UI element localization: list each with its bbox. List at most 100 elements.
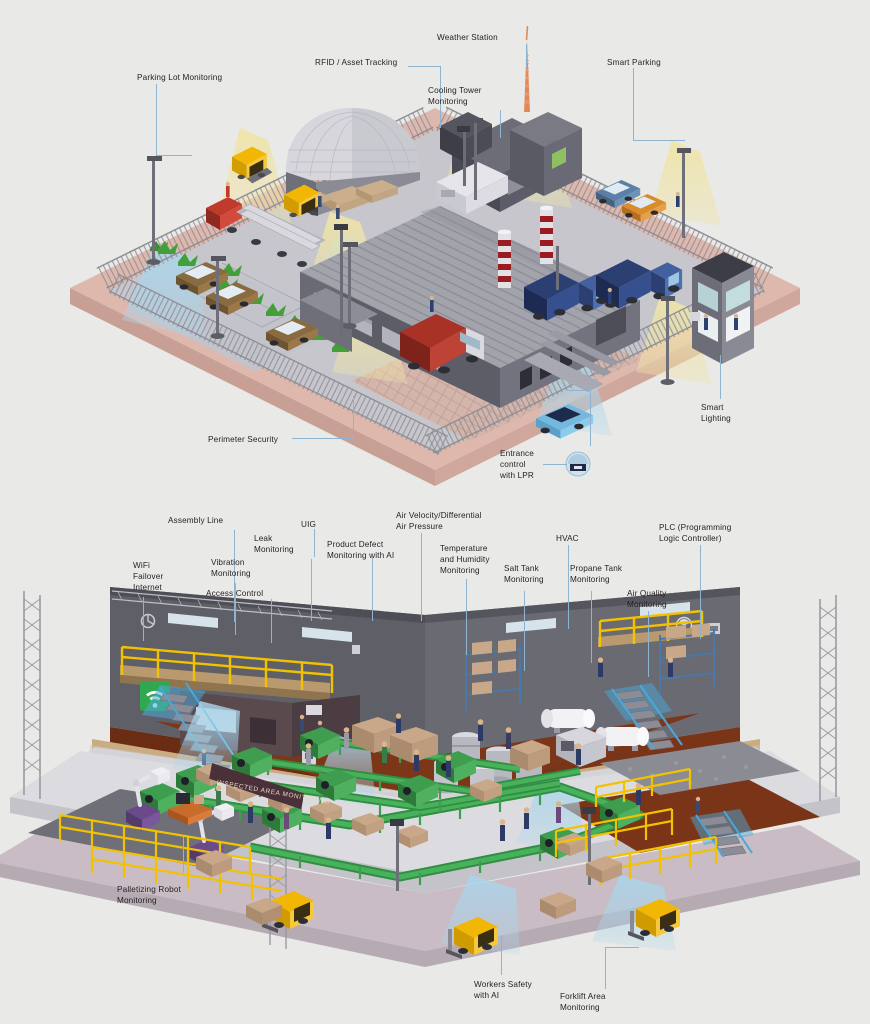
ceiling-trusses bbox=[111, 590, 333, 621]
callout-cooling-tower-monitoring: Cooling Tower Monitoring bbox=[428, 86, 482, 106]
leader-salt-tank bbox=[524, 591, 525, 671]
yellow-truck-1 bbox=[232, 146, 273, 184]
callout-temperature-humidity-monitoring: Temperature and Humidity Monitoring bbox=[440, 544, 490, 575]
callout-parking-lot-monitoring: Parking Lot Monitoring bbox=[137, 73, 223, 82]
workers-outdoor bbox=[225, 182, 680, 312]
ground-apron-edge-left bbox=[70, 288, 435, 486]
stairs-lower-right bbox=[690, 796, 754, 858]
callout-rfid-asset-tracking: RFID / Asset Tracking bbox=[315, 58, 398, 67]
mezzanine-railing-left bbox=[120, 645, 334, 693]
safety-barriers-left-2 bbox=[90, 845, 283, 900]
lattice-tower-right bbox=[819, 595, 837, 801]
leader-assembly bbox=[234, 530, 235, 622]
perimeter-camera-post bbox=[334, 224, 348, 338]
leader-palletizing bbox=[183, 837, 184, 873]
smart-parking-car-2 bbox=[622, 194, 667, 223]
leader-vibration bbox=[235, 583, 236, 635]
dome-warehouse bbox=[286, 108, 420, 216]
leader-forklift-v bbox=[605, 947, 606, 989]
guard-booth bbox=[690, 252, 754, 364]
callout-weather-station: Weather Station bbox=[437, 33, 498, 42]
palletizing-robot-1 bbox=[126, 767, 170, 831]
leader-plc bbox=[700, 545, 701, 639]
leader-forklift-h bbox=[605, 947, 639, 948]
callout-salt-tank-monitoring: Salt Tank Monitoring bbox=[504, 564, 544, 584]
leader-airvelocity bbox=[421, 533, 422, 621]
wall-fixtures-left bbox=[140, 613, 360, 654]
callout-entrance-control-lpr: Entrance control with LPR bbox=[500, 449, 534, 480]
leader-rfid-h bbox=[408, 66, 440, 67]
cone-access-control bbox=[172, 701, 240, 779]
callout-leak-monitoring: Leak Monitoring bbox=[254, 534, 294, 554]
leader-parking-lot-h bbox=[156, 155, 192, 156]
red-box-truck bbox=[400, 314, 484, 374]
leader-lpr-h2 bbox=[566, 390, 590, 391]
storage-rack-right bbox=[659, 623, 715, 695]
safety-barriers-rack-area bbox=[594, 767, 692, 807]
gravel-strip bbox=[600, 741, 800, 795]
dome-grid bbox=[288, 111, 418, 181]
callout-product-defect-monitoring-ai: Product Defect Monitoring with AI bbox=[327, 540, 395, 560]
callout-uig: UIG bbox=[301, 520, 317, 529]
wall-fixtures-right bbox=[506, 602, 720, 634]
outdoor-facility-scene bbox=[0, 0, 870, 500]
leader-air-quality bbox=[648, 611, 649, 677]
callout-smart-parking: Smart Parking bbox=[607, 58, 661, 67]
callout-air-velocity-differential-air-pressure: Air Velocity/Differential Air Pressure bbox=[396, 511, 482, 531]
entrance-ramp bbox=[524, 330, 620, 392]
conveyor-machines bbox=[140, 727, 640, 859]
leader-defect bbox=[372, 557, 373, 621]
leader-workers-safety bbox=[501, 935, 502, 975]
light-poles bbox=[146, 118, 691, 385]
lpr-camera-badge bbox=[565, 451, 591, 477]
leader-weather-v bbox=[526, 44, 527, 68]
callout-access-control: Access Control bbox=[206, 589, 264, 598]
callout-perimeter-security: Perimeter Security bbox=[208, 435, 279, 444]
leader-smart-lighting-v bbox=[720, 355, 721, 399]
leader-rfid-v bbox=[440, 66, 441, 128]
weather-station-mast bbox=[524, 25, 530, 112]
callout-forklift-area-monitoring: Forklift Area Monitoring bbox=[560, 992, 606, 1012]
red-flatbed-truck bbox=[206, 197, 326, 267]
leader-uig bbox=[314, 529, 315, 557]
light-cone-6 bbox=[636, 296, 712, 384]
utility-block-weather-mast bbox=[510, 25, 582, 196]
pallets-lower bbox=[196, 850, 622, 925]
leader-lpr-v bbox=[590, 390, 591, 446]
callout-smart-lighting: Smart Lighting bbox=[701, 403, 731, 423]
lattice-tower-left bbox=[23, 591, 41, 799]
booth-people bbox=[690, 312, 739, 330]
leader-hvac bbox=[568, 545, 569, 629]
mezzanine-left bbox=[120, 645, 334, 701]
propane-tanks bbox=[541, 709, 649, 767]
leader-smart-parking-h bbox=[633, 140, 685, 141]
light-cone-5 bbox=[650, 140, 722, 226]
outdoor-illustration bbox=[70, 25, 800, 486]
callout-vibration-monitoring: Vibration Monitoring bbox=[211, 558, 251, 578]
smoke-stacks bbox=[498, 205, 553, 288]
leader-temp-humidity bbox=[466, 579, 467, 655]
callout-assembly-line: Assembly Line bbox=[168, 516, 224, 525]
main-factory-hall bbox=[300, 206, 640, 408]
rfid-gate-post bbox=[457, 126, 470, 186]
parked-car-3 bbox=[266, 318, 318, 351]
leader-wifi bbox=[143, 597, 144, 641]
indoor-facility-scene: INSPECTED AREA MONITORING bbox=[0, 495, 870, 1024]
callout-wifi-failover-internet: WiFi Failover Internet bbox=[133, 561, 164, 592]
callout-air-quality-monitoring: Air Quality Monitoring bbox=[627, 589, 667, 609]
callout-workers-safety-with-ai: Workers Safety with AI bbox=[474, 980, 532, 1000]
blue-sedan-entrance bbox=[536, 404, 594, 439]
pallet-stacks-back bbox=[352, 717, 550, 771]
leader-propane bbox=[591, 591, 592, 663]
safety-barriers-right bbox=[554, 807, 674, 857]
callout-plc-programming-logic-controller: PLC (Programming Logic Controller) bbox=[659, 523, 732, 543]
callout-palletizing-robot-monitoring: Palletizing Robot Monitoring bbox=[117, 885, 181, 905]
leader-perimeter-h bbox=[292, 438, 354, 439]
smart-parking-car-1 bbox=[596, 180, 641, 209]
leader-smart-parking-v bbox=[633, 68, 634, 140]
leader-perimeter-v bbox=[353, 396, 354, 439]
leader-access-control bbox=[271, 599, 272, 643]
leader-cooling-v bbox=[500, 110, 501, 138]
storage-rack-back bbox=[465, 639, 521, 711]
forklift-centre bbox=[446, 917, 498, 959]
